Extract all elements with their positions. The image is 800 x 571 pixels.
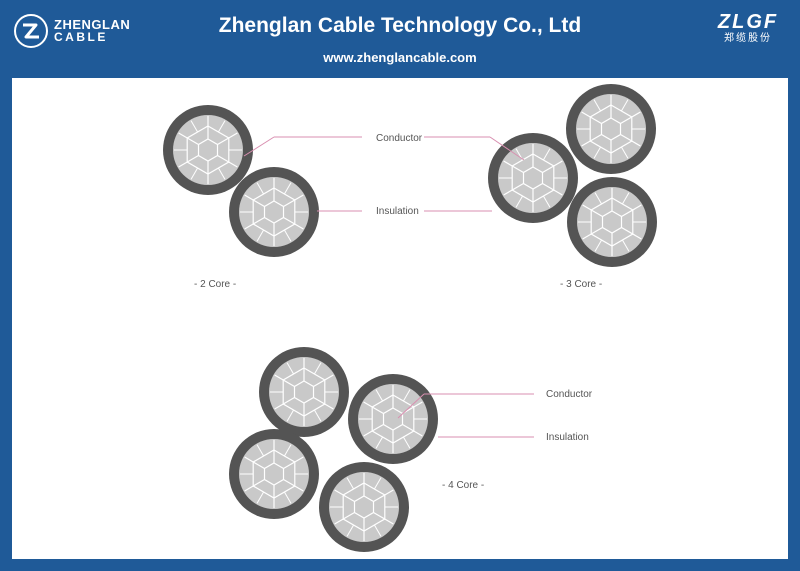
- four-core-insulation-label: Insulation: [546, 432, 589, 443]
- zlgf-logo: ZLGF 郑缆股份: [708, 12, 788, 52]
- two-core-conductor-1: [163, 105, 253, 195]
- three-core-cable: - 3 Core -: [424, 84, 657, 290]
- two-core-cable: Conductor Insulation - 2 Core -: [163, 105, 423, 290]
- zlgf-brand-cn-text: 郑缆股份: [724, 33, 772, 44]
- cable-diagram-canvas: Conductor Insulation - 2 Core - - 3 Core…: [12, 78, 788, 559]
- header-bar: ZHENGLAN CABLE Zhenglan Cable Technology…: [0, 0, 800, 78]
- zlgf-brand-text: ZLGF: [717, 11, 779, 33]
- four-core-conductor-2: [348, 374, 438, 464]
- website-link[interactable]: www.zhenglancable.com: [323, 50, 477, 65]
- two-core-insulation-label: Insulation: [376, 206, 419, 217]
- logo-text-line2: CABLE: [54, 30, 108, 44]
- four-core-cable: Conductor Insulation - 4 Core -: [229, 347, 593, 552]
- diagram-panel: Conductor Insulation - 2 Core - - 3 Core…: [12, 78, 788, 559]
- two-core-conductor-leader: [243, 136, 275, 157]
- four-core-conductor-1: [259, 347, 349, 437]
- four-core-conductor-label: Conductor: [546, 389, 593, 400]
- four-core-conductor-3: [229, 429, 319, 519]
- three-core-conductor-2: [488, 133, 578, 223]
- three-core-conductor-3: [567, 177, 657, 267]
- zl-logo-icon: [14, 14, 48, 48]
- four-core-caption: - 4 Core -: [442, 480, 484, 491]
- three-core-caption: - 3 Core -: [560, 279, 602, 290]
- two-core-conductor-label: Conductor: [376, 133, 423, 144]
- four-core-conductor-4: [319, 462, 409, 552]
- two-core-caption: - 2 Core -: [194, 279, 236, 290]
- four-core-conductor-leader: [397, 393, 425, 419]
- three-core-conductor-1: [566, 84, 656, 174]
- two-core-conductor-2: [229, 167, 319, 257]
- logo-text-line1: ZHENGLAN: [54, 17, 131, 32]
- company-title: Zhenglan Cable Technology Co., Ltd: [218, 14, 582, 37]
- company-logo: ZHENGLAN CABLE: [14, 14, 144, 48]
